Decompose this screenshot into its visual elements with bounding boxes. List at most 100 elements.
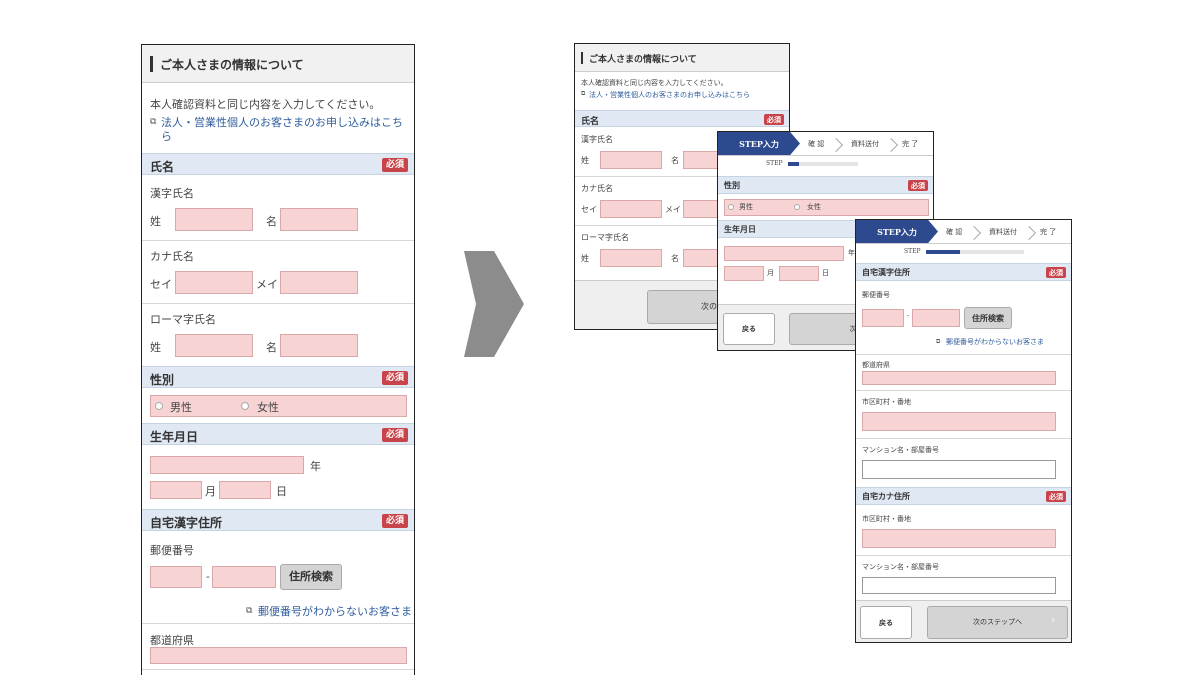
kanji-sei-input[interactable] bbox=[600, 151, 662, 169]
mobile-screen-3: STEP入力 確 認 資料送付 完 了 STEP 自宅漢字住所 必須 郵便番号 … bbox=[855, 219, 1072, 643]
divider bbox=[856, 555, 1071, 556]
address-section-header: 自宅漢字住所 必須 bbox=[142, 509, 414, 531]
kana-mei-input[interactable] bbox=[280, 271, 358, 294]
back-button[interactable]: 戻る bbox=[860, 606, 912, 639]
step-done: 完 了 bbox=[902, 140, 919, 148]
kana-sei-input[interactable] bbox=[600, 200, 662, 218]
kanji-mei-input[interactable] bbox=[280, 208, 358, 231]
form-title-bar: ご本人さまの情報について bbox=[575, 44, 789, 72]
postal-code-label: 郵便番号 bbox=[862, 291, 890, 299]
kana-sei-label: セイ bbox=[150, 278, 172, 291]
year-label: 年 bbox=[310, 460, 321, 473]
building-input[interactable] bbox=[862, 460, 1056, 479]
city-street-label: 市区町村・番地 bbox=[862, 398, 911, 406]
step-navigation: STEP入力 確 認 資料送付 完 了 bbox=[718, 132, 933, 156]
next-step-button[interactable]: 次のステップへ bbox=[927, 606, 1068, 639]
kana-sei-label: セイ bbox=[581, 205, 597, 214]
prefecture-label: 都道府県 bbox=[862, 361, 890, 369]
page-title: ご本人さまの情報について bbox=[160, 58, 304, 72]
divider bbox=[142, 669, 414, 670]
chevron-right-icon bbox=[828, 137, 844, 153]
male-radio[interactable] bbox=[155, 402, 163, 410]
postal-unknown-link[interactable]: 郵便番号がわからないお客さま bbox=[946, 338, 1044, 346]
corp-application-link-cont[interactable]: ら bbox=[161, 130, 172, 143]
name-section-header: 氏名 必須 bbox=[142, 153, 414, 175]
birth-day-input[interactable] bbox=[779, 266, 819, 281]
step-done: 完 了 bbox=[1040, 228, 1057, 236]
female-radio[interactable] bbox=[794, 204, 800, 210]
roma-sei-input[interactable] bbox=[175, 334, 253, 357]
step-docs: 資料送付 bbox=[851, 140, 879, 148]
intro-text: 本人確認資料と同じ内容を入力してください。 bbox=[150, 98, 381, 111]
back-button[interactable]: 戻る bbox=[723, 313, 775, 345]
corp-application-link[interactable]: 法人・営業性個人のお客さまのお申し込みはこちら bbox=[589, 91, 750, 99]
chevron-right-icon bbox=[966, 225, 982, 241]
birth-month-input[interactable] bbox=[724, 266, 764, 281]
address-section-header: 自宅漢字住所 必須 bbox=[856, 263, 1071, 281]
prefecture-select[interactable] bbox=[862, 371, 1056, 385]
kana-address-section-header: 自宅カナ住所 必須 bbox=[856, 487, 1071, 505]
kana-city-street-input[interactable] bbox=[862, 529, 1056, 548]
name-section-title: 氏名 bbox=[150, 160, 175, 174]
divider bbox=[142, 303, 414, 304]
mei-label: 名 bbox=[266, 215, 277, 228]
corp-application-link[interactable]: 法人・営業性個人のお客さまのお申し込みはこち bbox=[161, 116, 403, 129]
birth-month-input[interactable] bbox=[150, 481, 202, 499]
step-docs: 資料送付 bbox=[989, 228, 1017, 236]
kanji-name-label: 漢字氏名 bbox=[150, 187, 194, 200]
transition-arrow bbox=[464, 251, 524, 357]
kana-building-input[interactable] bbox=[862, 577, 1056, 594]
chevron-right-icon bbox=[883, 137, 899, 153]
building-label: マンション名・部屋番号 bbox=[862, 446, 939, 454]
birth-year-input[interactable] bbox=[150, 456, 304, 474]
form-title-bar: ご本人さまの情報について bbox=[142, 45, 414, 83]
postal-unknown-link[interactable]: 郵便番号がわからないお客さま bbox=[258, 605, 412, 618]
divider bbox=[142, 623, 414, 624]
divider bbox=[142, 240, 414, 241]
city-street-input[interactable] bbox=[862, 412, 1056, 431]
male-radio[interactable] bbox=[728, 204, 734, 210]
gender-section-title: 性別 bbox=[150, 373, 175, 387]
step-progress-bar bbox=[788, 162, 858, 166]
kana-sei-input[interactable] bbox=[175, 271, 253, 294]
day-label: 日 bbox=[276, 485, 287, 498]
postal-code-first-input[interactable] bbox=[862, 309, 904, 327]
birth-year-input[interactable] bbox=[724, 246, 844, 261]
prefecture-select[interactable] bbox=[150, 647, 407, 664]
required-badge: 必須 bbox=[382, 514, 408, 528]
intro-text: 本人確認資料と同じ内容を入力してください。 bbox=[581, 79, 728, 87]
external-link-icon: ⧉ bbox=[936, 338, 941, 345]
roma-name-label: ローマ字氏名 bbox=[150, 313, 216, 326]
mei-label: 名 bbox=[671, 156, 679, 165]
kanji-sei-input[interactable] bbox=[175, 208, 253, 231]
required-badge: 必須 bbox=[1046, 267, 1066, 278]
external-link-icon: ⧉ bbox=[581, 90, 586, 97]
postal-code-first-input[interactable] bbox=[150, 566, 202, 588]
required-badge: 必須 bbox=[908, 180, 928, 191]
address-search-button[interactable]: 住所検索 bbox=[964, 307, 1012, 329]
required-badge: 必須 bbox=[382, 158, 408, 172]
gender-radio-group bbox=[724, 199, 929, 216]
step-input-active: STEP入力 bbox=[856, 220, 938, 243]
roma-mei-input[interactable] bbox=[280, 334, 358, 357]
birth-day-input[interactable] bbox=[219, 481, 271, 499]
required-badge: 必須 bbox=[382, 428, 408, 442]
male-label: 男性 bbox=[739, 203, 753, 211]
postal-code-second-input[interactable] bbox=[212, 566, 276, 588]
postal-code-second-input[interactable] bbox=[912, 309, 960, 327]
sei-label: 姓 bbox=[581, 156, 589, 165]
gender-section-header: 性別 必須 bbox=[142, 366, 414, 388]
female-radio[interactable] bbox=[241, 402, 249, 410]
roma-name-label: ローマ字氏名 bbox=[581, 233, 629, 242]
birthdate-section-title: 生年月日 bbox=[150, 430, 199, 444]
address-search-button[interactable]: 住所検索 bbox=[280, 564, 342, 590]
month-label: 月 bbox=[767, 269, 774, 277]
required-badge: 必須 bbox=[1046, 491, 1066, 502]
step-progress-fill bbox=[788, 162, 799, 166]
postal-code-label: 郵便番号 bbox=[150, 544, 194, 557]
male-label: 男性 bbox=[170, 401, 192, 414]
roma-sei-input[interactable] bbox=[600, 249, 662, 267]
external-link-icon: ⧉ bbox=[246, 606, 253, 616]
divider bbox=[856, 354, 1071, 355]
month-label: 月 bbox=[205, 485, 216, 498]
